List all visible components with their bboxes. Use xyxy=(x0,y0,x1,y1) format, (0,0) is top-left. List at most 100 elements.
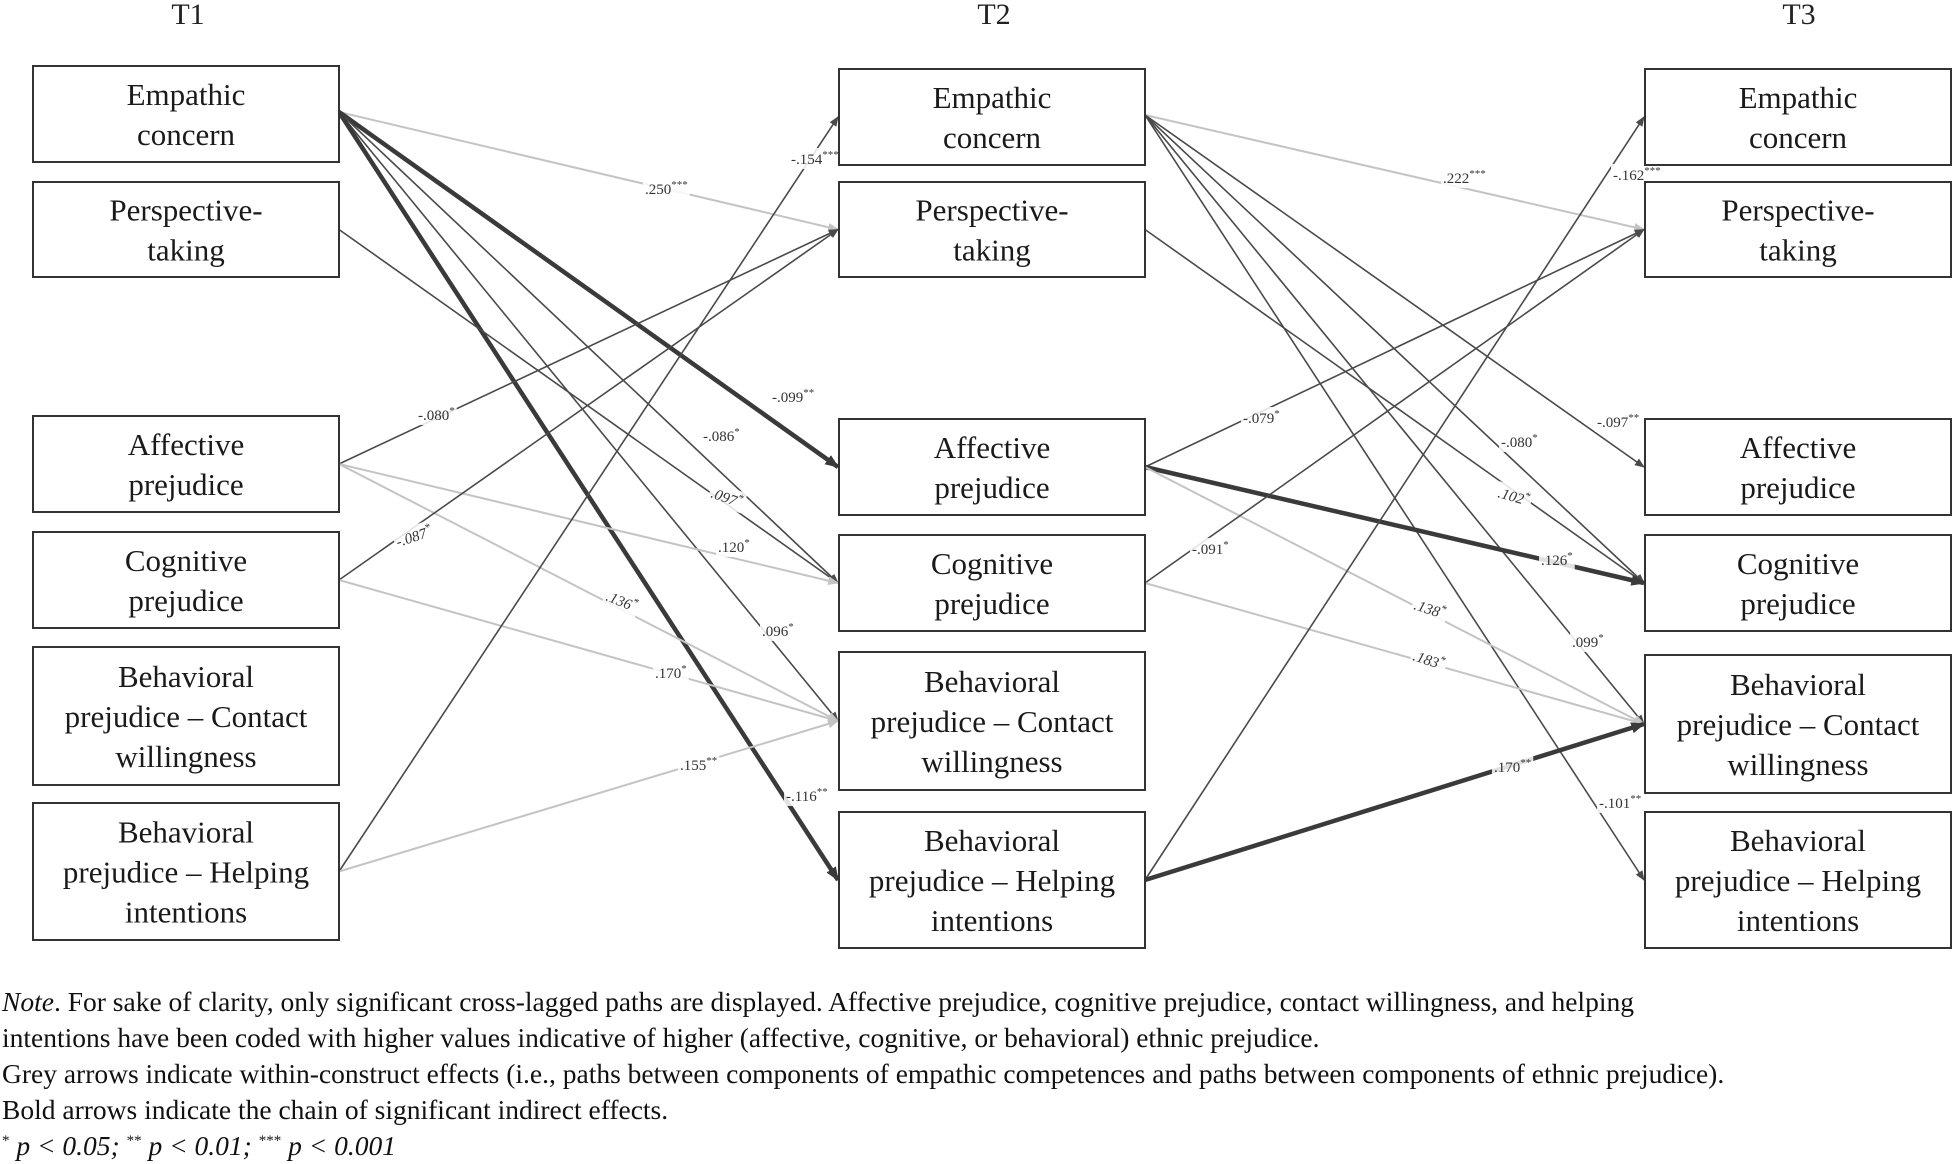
box-label-line: intentions xyxy=(1737,903,1859,938)
sig-text-1: p < 0.05; xyxy=(16,1130,120,1161)
path-coefficient: -.097** xyxy=(1597,412,1639,431)
box-label-line: Cognitive xyxy=(931,546,1053,581)
box-label-line: Empathic xyxy=(1739,80,1858,115)
path-arrow-t1-5-to-t2-0 xyxy=(338,116,839,872)
label-halo xyxy=(678,754,720,775)
path-arrows xyxy=(337,110,1646,883)
path-arrow-t2-5-to-t3-0 xyxy=(1144,116,1645,881)
path-coefficient: .120* xyxy=(718,537,750,556)
path-arrow-t1-3-to-t2-4 xyxy=(338,579,840,723)
label-halo xyxy=(716,536,752,557)
label-halo xyxy=(601,584,643,618)
box-label-line: concern xyxy=(943,120,1042,155)
sig-text-3: p < 0.001 xyxy=(288,1130,396,1161)
path-arrow-t1-2-to-t2-1 xyxy=(338,228,839,465)
path-coefficient: -.154*** xyxy=(791,149,839,168)
label-halo xyxy=(653,662,689,683)
path-arrow-t1-2-to-t2-4 xyxy=(338,463,839,722)
path-coefficient: -.091* xyxy=(1192,539,1229,558)
label-halo xyxy=(1441,167,1488,188)
time-header-t1: T1 xyxy=(171,0,204,31)
path-arrow-t1-0-to-t2-5 xyxy=(337,110,840,882)
label-halo xyxy=(391,519,437,553)
path-arrow-t1-1-to-t2-3 xyxy=(338,228,839,584)
path-coefficient: .138* xyxy=(1412,595,1449,623)
box-label-line: Perspective- xyxy=(915,193,1068,228)
time-header-t3: T3 xyxy=(1782,0,1815,31)
label-halo xyxy=(1499,431,1540,452)
box-label-line: willingness xyxy=(1727,747,1868,782)
construct-boxes: EmpathicconcernPerspective-takingAffecti… xyxy=(32,65,1952,949)
box-label-line: Perspective- xyxy=(109,193,262,228)
label-halo xyxy=(1597,792,1644,813)
note-line-2: intentions have been coded with higher v… xyxy=(2,1022,1320,1053)
box-label-line: Behavioral xyxy=(1730,667,1866,702)
path-coefficient: -.101** xyxy=(1599,793,1641,812)
box-t2-perspective-taking: Perspective-taking xyxy=(838,181,1146,278)
path-coefficient: .170** xyxy=(1494,757,1531,776)
path-arrow-t2-3-to-t3-1 xyxy=(1144,228,1645,584)
note-lead: Note xyxy=(2,986,54,1017)
box-label-line: prejudice xyxy=(934,586,1049,621)
box-label-line: Cognitive xyxy=(1737,546,1859,581)
label-halo xyxy=(784,785,830,806)
box-label-line: prejudice xyxy=(128,467,243,502)
box-label-line: Cognitive xyxy=(125,543,247,578)
note-line-1: Note. For sake of clarity, only signific… xyxy=(2,984,1952,1020)
box-label-line: Affective xyxy=(128,427,244,462)
box-label-line: prejudice – Helping xyxy=(63,855,309,890)
box-label-line: prejudice – Contact xyxy=(65,699,308,734)
box-label-line: prejudice xyxy=(934,470,1049,505)
label-halo xyxy=(1241,407,1282,428)
box-t3-perspective-taking: Perspective-taking xyxy=(1644,181,1952,278)
path-coefficient: -.162*** xyxy=(1613,165,1661,184)
label-halo xyxy=(1595,411,1642,432)
path-coefficients: .250***-.099**-.086*.096*-.116**.097*-.0… xyxy=(391,148,1663,813)
box-label-line: prejudice – Helping xyxy=(869,863,1115,898)
path-arrow-t1-5-to-t2-4 xyxy=(338,719,840,873)
box-label-line: Behavioral xyxy=(118,659,254,694)
sig-stars-1: * xyxy=(2,1133,10,1149)
path-arrow-t2-2-to-t3-1 xyxy=(1144,228,1645,468)
label-halo xyxy=(760,620,796,641)
label-halo xyxy=(1492,756,1534,777)
path-arrow-t1-0-to-t2-4 xyxy=(338,111,839,722)
significance-legend: * p < 0.05; ** p < 0.01; *** p < 0.001 xyxy=(2,1128,1952,1164)
box-label-line: taking xyxy=(147,233,225,268)
path-arrow-t2-5-to-t3-4 xyxy=(1144,721,1646,883)
path-coefficient: .099* xyxy=(1572,632,1604,651)
box-label-line: Behavioral xyxy=(924,664,1060,699)
sig-text-2: p < 0.01; xyxy=(148,1130,252,1161)
path-coefficient: -.080* xyxy=(418,405,455,424)
sig-stars-3: *** xyxy=(258,1133,282,1149)
path-coefficient: -.086* xyxy=(703,426,740,445)
label-halo xyxy=(789,148,841,169)
label-halo xyxy=(1611,164,1663,185)
time-header-t2: T2 xyxy=(977,0,1010,31)
box-label-line: prejudice xyxy=(1740,586,1855,621)
box-label-line: concern xyxy=(137,117,236,152)
path-coefficient: -.080* xyxy=(1501,432,1538,451)
box-label-line: taking xyxy=(1759,233,1837,268)
path-coefficient: .155** xyxy=(680,755,717,774)
path-arrow-t2-0-to-t3-1 xyxy=(1144,114,1646,232)
path-arrow-t1-2-to-t2-3 xyxy=(338,463,840,585)
path-coefficient: -.099** xyxy=(772,387,814,406)
box-label-line: Affective xyxy=(934,430,1050,465)
box-t1-affective-prejudice: Affective prejudice xyxy=(32,415,340,513)
label-halo xyxy=(1190,538,1231,559)
note-text-1: . For sake of clarity, only significant … xyxy=(53,986,1634,1017)
box-label-line: prejudice – Contact xyxy=(871,704,1114,739)
box-label-line: Perspective- xyxy=(1721,193,1874,228)
box-label-line: taking xyxy=(953,233,1031,268)
label-halo xyxy=(1570,631,1606,652)
path-coefficient: -.116** xyxy=(786,786,828,805)
box-label-line: Affective xyxy=(1740,430,1856,465)
